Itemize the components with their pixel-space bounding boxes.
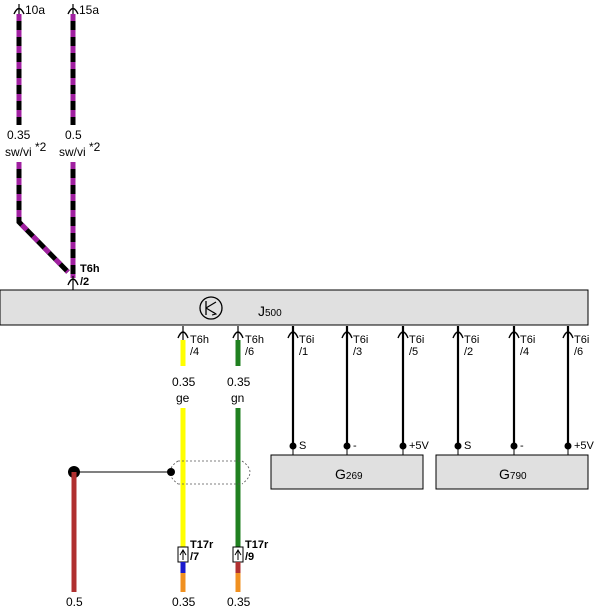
junction-dot [167,468,175,476]
connector-ref-15a: 15a [67,3,99,17]
connector-name: T6i [409,334,424,346]
bottom-wire-size: 0.35 [227,595,251,606]
wire-size: 0.35 [227,375,251,389]
wire-label-gn: 0.35 gn [227,375,251,405]
connector-pin: /6 [245,346,254,358]
top-ref-label: 15a [79,3,99,17]
connector-t6h-2: T6h /2 [67,263,100,290]
top-ref-label: 10a [25,3,45,17]
t6i-pin-connector: T6i/5 +5V [397,326,430,455]
connector-pin: /4 [520,346,529,358]
connector-ref-10a: 10a [13,3,45,17]
wire-size: 0.35 [7,128,31,142]
wire-size: 0.5 [65,128,82,142]
connector-name: T6i [353,334,368,346]
connector-t6h-4: T6h /4 [177,326,209,358]
sensor-name: G269 [335,466,363,482]
sensor-name: G790 [499,466,527,482]
connector-name: T6i [574,334,589,346]
wire-shield [169,460,251,485]
wire-color: ge [176,391,190,405]
control-unit-j500: J500 [0,289,589,326]
connector-pin: /2 [464,346,473,358]
t6i-pin-connector: T6i/3 - [341,326,368,455]
connector-name: T6i [520,334,535,346]
connector-pin: /3 [353,346,362,358]
wire-label-0-5: 0.5 sw/vi *2 [59,128,101,159]
connector-pin: /5 [409,346,418,358]
wire-color: sw/vi [5,145,32,159]
connector-pin: /9 [245,551,254,563]
shield-ground-wire [68,466,175,592]
sensor-terminal-label: S [299,440,306,452]
wire-color: gn [231,391,244,405]
sensor-g790: G790 [435,454,589,490]
wire-0-35-sw-vi-lower [16,162,70,274]
sensor-terminal-label: +5V [574,440,595,452]
sensor-terminal-label: S [464,440,471,452]
control-unit-name: J500 [258,303,282,319]
bottom-wire-size: 0.35 [172,595,196,606]
t6i-pin-connector: T6i/1S [287,326,314,455]
connector-name: T17r [190,539,214,551]
electronic-component-icon [199,296,223,320]
connector-pin: /4 [190,346,199,358]
wire-label-ge: 0.35 ge [172,375,196,405]
wire-note: *2 [89,140,101,154]
connector-pin: /1 [299,346,308,358]
connector-pin: /6 [574,346,583,358]
connector-name: T6h [245,334,264,346]
connector-pin: /2 [80,276,89,288]
connector-name: T6h [80,263,100,275]
connector-name: T6i [464,334,479,346]
connector-pin: /7 [190,551,199,563]
t6i-pin-connector: T6i/6 +5V [562,326,595,455]
connector-name: T6h [190,334,209,346]
t6i-pin-connector: T6i/2S [452,326,479,455]
sensor-terminal-label: - [520,440,524,452]
wire-label-0-35: 0.35 sw/vi *2 [5,128,47,159]
connector-name: T6i [299,334,314,346]
bottom-wire-size: 0.5 [66,595,83,606]
wire-color: sw/vi [59,145,86,159]
connector-name: T17r [245,539,269,551]
sensor-terminal-label: +5V [409,440,430,452]
wire-size: 0.35 [172,375,196,389]
t6i-pin-connector: T6i/4 - [508,326,535,455]
sensor-terminal-label: - [353,440,357,452]
sensor-g269: G269 [270,454,424,490]
wire-note: *2 [35,140,47,154]
connector-t6h-6: T6h /6 [232,326,264,358]
